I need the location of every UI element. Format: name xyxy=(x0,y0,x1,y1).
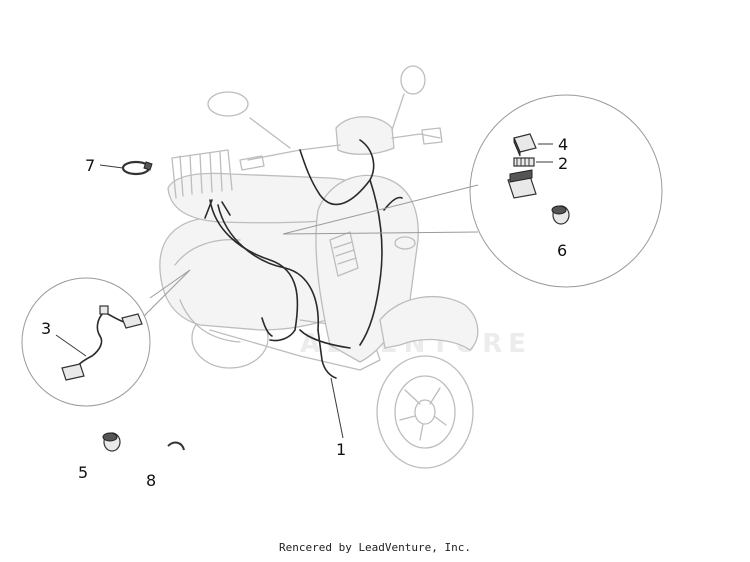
part-3-sub-harness xyxy=(73,311,105,371)
callout-left xyxy=(21,269,191,407)
callout-number-6: 6 xyxy=(557,241,567,260)
callout-number-7: 7 xyxy=(85,156,95,175)
callout-number-2: 2 xyxy=(558,154,568,173)
scooter-outline xyxy=(159,65,479,469)
part-5-cap xyxy=(102,432,121,452)
callout-number-4: 4 xyxy=(558,135,568,154)
callout-number-5: 5 xyxy=(78,463,88,482)
callout-number-3: 3 xyxy=(41,319,51,338)
callout-number-8: 8 xyxy=(146,471,156,490)
part-8-ring xyxy=(167,441,185,451)
callout-top-right xyxy=(282,94,663,288)
leader-3 xyxy=(55,334,87,357)
part-2-connector xyxy=(513,157,535,167)
footer-credit: Rencered by LeadVenture, Inc. xyxy=(278,541,472,554)
leader-7 xyxy=(99,164,124,169)
leader-1 xyxy=(330,377,344,439)
part-7-band-clip xyxy=(121,160,153,176)
callout-number-1: 1 xyxy=(336,440,346,459)
